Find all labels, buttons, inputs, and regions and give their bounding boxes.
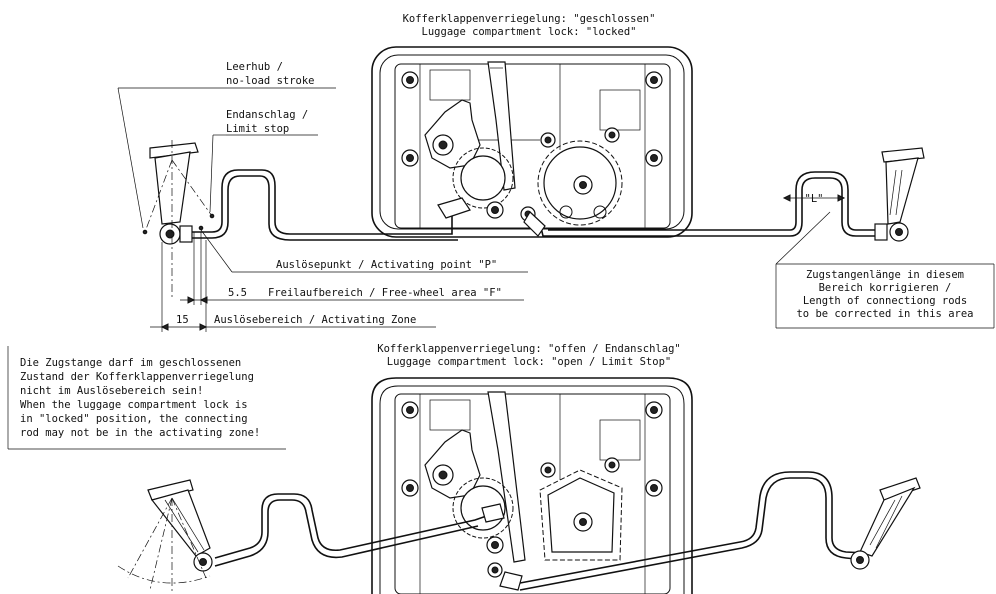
bottom-lock-large-gear	[539, 469, 623, 561]
top-lock-small-gear	[452, 147, 514, 209]
top-left-handle	[142, 140, 215, 300]
top-lock-screw	[401, 149, 419, 167]
bottom-lock-assembly: Kofferklappenverriegelung: "offen / Enda…	[117, 343, 921, 594]
top-lock-title-de: Kofferklappenverriegelung: "geschlossen"	[403, 13, 656, 25]
no-load-stroke-label-de: Leerhub /	[226, 61, 283, 73]
top-rod-end-fitting	[437, 197, 471, 219]
top-rod-end-fitting	[523, 211, 546, 237]
top-right-connecting-rod	[539, 177, 880, 237]
activating-point-label: Auslösepunkt / Activating point "P"	[276, 259, 497, 271]
limit-stop-label-de: Endanschlag /	[226, 109, 308, 121]
limit-stop-callout: Endanschlag / Limit stop	[209, 109, 318, 213]
top-right-handle	[874, 147, 925, 242]
top-lock-screw	[645, 149, 663, 167]
top-lock-lever	[424, 99, 481, 169]
bottom-lock-screw	[401, 479, 419, 497]
bottom-lock-screw	[604, 457, 620, 473]
limit-stop-label-en: Limit stop	[226, 123, 289, 135]
bottom-lock-screw	[486, 536, 504, 554]
note-left-line: nicht im Auslösebereich sein!	[20, 385, 203, 397]
freewheel-dimension: 5.5 Freilaufbereich / Free-wheel area "F…	[180, 232, 524, 305]
bottom-lock-screw	[540, 462, 556, 478]
bottom-rod-end-fitting	[499, 571, 523, 591]
top-lock-screw	[604, 127, 620, 143]
bottom-left-connecting-rod	[214, 493, 499, 559]
bottom-left-handle	[117, 479, 213, 594]
top-lock-large-gear	[537, 140, 623, 226]
bottom-lock-screw	[401, 401, 419, 419]
rod-length-label: "L"	[805, 193, 824, 205]
bottom-rod-end-fitting	[481, 503, 505, 523]
note-right-line: to be corrected in this area	[796, 308, 973, 320]
rod-length-dimension: "L"	[782, 193, 846, 205]
note-right: Zugstangenlänge in diesem Bereich korrig…	[775, 211, 995, 329]
top-lock-screw	[540, 132, 556, 148]
top-lock-screw	[486, 201, 504, 219]
activating-zone-label: Auslösebereich / Activating Zone	[214, 314, 416, 326]
activating-zone-value: 15	[176, 314, 189, 326]
bottom-lock-lever	[424, 429, 481, 499]
note-right-line: Zugstangenlänge in diesem	[806, 269, 964, 281]
freewheel-value: 5.5	[228, 287, 247, 299]
top-lock-title-en: Luggage compartment lock: "locked"	[422, 26, 637, 38]
activating-point-callout: Auslösepunkt / Activating point "P"	[200, 229, 528, 273]
bottom-right-handle	[850, 477, 921, 570]
activating-zone-dimension: 15 Auslösebereich / Activating Zone	[150, 240, 436, 332]
bottom-lock-screw	[645, 479, 663, 497]
top-lock-assembly: Kofferklappenverriegelung: "geschlossen"…	[142, 13, 925, 300]
note-left-line: When the luggage compartment lock is	[20, 399, 248, 411]
bottom-lock-screw	[487, 562, 503, 578]
note-left-line: in "locked" position, the connecting	[20, 413, 248, 425]
no-load-stroke-label-en: no-load stroke	[226, 75, 315, 87]
note-left: Die Zugstange darf im geschlossenen Zust…	[7, 346, 286, 450]
note-right-line: Bereich korrigieren /	[819, 282, 952, 294]
top-left-connecting-rod	[182, 169, 459, 235]
note-left-line: Die Zugstange darf im geschlossenen	[20, 357, 241, 369]
bottom-lock-title-de: Kofferklappenverriegelung: "offen / Enda…	[377, 343, 680, 355]
note-right-line: Length of connectiong rods	[803, 295, 967, 307]
bottom-lock-title-en: Luggage compartment lock: "open / Limit …	[387, 356, 671, 368]
top-lock-screw	[645, 71, 663, 89]
bottom-right-connecting-rod	[519, 477, 867, 591]
bottom-lock-bolt	[487, 391, 526, 563]
bottom-lock-housing	[371, 377, 693, 594]
note-left-line: rod may not be in the activating zone!	[20, 427, 260, 439]
top-lock-bolt	[487, 61, 516, 191]
bottom-lock-screw	[645, 401, 663, 419]
no-load-stroke-callout: Leerhub / no-load stroke	[117, 61, 336, 229]
note-left-line: Zustand der Kofferklappenverriegelung	[20, 371, 254, 383]
freewheel-label: Freilaufbereich / Free-wheel area "F"	[268, 287, 502, 299]
top-lock-screw	[401, 71, 419, 89]
